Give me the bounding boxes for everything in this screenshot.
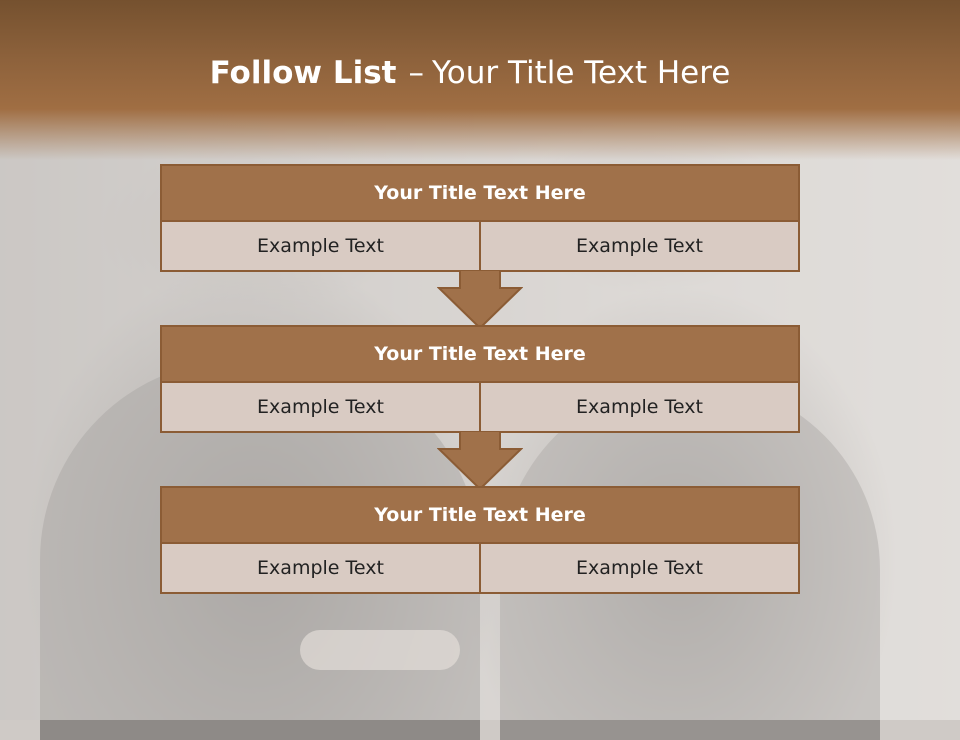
step-block-title: Your Title Text Here [162,327,798,383]
step-block-title: Your Title Text Here [162,166,798,222]
title-band [0,0,960,160]
step-block-cell-left: Example Text [162,222,479,270]
down-arrow-icon [437,270,523,330]
step-block-cell-right: Example Text [479,222,798,270]
slide-title: Follow List–Your Title Text Here [0,55,940,91]
step-block-1: Your Title Text Here Example Text Exampl… [160,164,800,272]
slide-title-rest: Your Title Text Here [431,55,731,91]
slide-title-bold: Follow List [209,55,397,91]
step-block-2: Your Title Text Here Example Text Exampl… [160,325,800,433]
step-block-cell-right: Example Text [479,544,798,592]
down-arrow-icon [437,431,523,491]
step-block-title: Your Title Text Here [162,488,798,544]
step-block-row: Example Text Example Text [162,222,798,270]
step-block-3: Your Title Text Here Example Text Exampl… [160,486,800,594]
step-block-cell-left: Example Text [162,544,479,592]
step-block-cell-right: Example Text [479,383,798,431]
step-block-cell-left: Example Text [162,383,479,431]
slide-title-dash: – [408,55,424,91]
step-block-row: Example Text Example Text [162,544,798,592]
step-block-row: Example Text Example Text [162,383,798,431]
